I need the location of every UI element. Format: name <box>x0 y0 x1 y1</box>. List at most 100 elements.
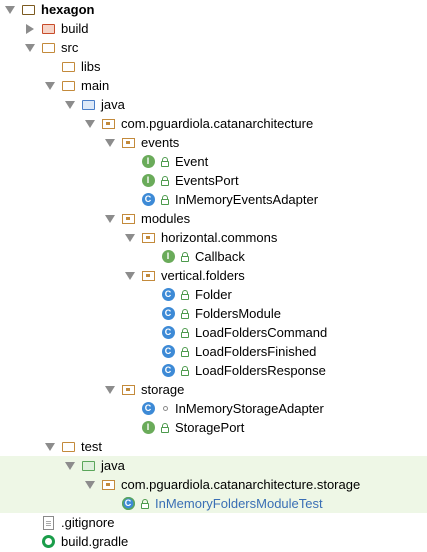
chevron-down-icon[interactable] <box>24 38 36 57</box>
tree-node-package-main[interactable]: com.pguardiola.catanarchitecture <box>0 114 427 133</box>
tree-node-events-port[interactable]: I EventsPort <box>0 171 427 190</box>
package-icon <box>120 211 136 227</box>
tree-node-java-main[interactable]: java <box>0 95 427 114</box>
tree-node-gitignore[interactable]: .gitignore <box>0 513 427 532</box>
interface-icon: I <box>160 249 176 265</box>
text-file-icon <box>40 515 56 531</box>
tree-node-label: vertical.folders <box>161 268 245 283</box>
tree-node-vertical-folders[interactable]: vertical.folders <box>0 266 427 285</box>
chevron-down-icon[interactable] <box>124 228 136 247</box>
public-lock-icon <box>160 422 170 433</box>
chevron-down-icon[interactable] <box>44 76 56 95</box>
tree-node-storage[interactable]: storage <box>0 380 427 399</box>
tree-node-main[interactable]: main <box>0 76 427 95</box>
chevron-down-icon[interactable] <box>124 266 136 285</box>
tree-node-label: .gitignore <box>61 515 115 530</box>
test-class-icon: C <box>120 496 136 512</box>
tree-node-label: src <box>61 40 79 55</box>
tree-node-libs[interactable]: libs <box>0 57 427 76</box>
tree-node-java-test[interactable]: java <box>0 456 427 475</box>
tree-node-folders-module[interactable]: C FoldersModule <box>0 304 427 323</box>
package-icon <box>100 116 116 132</box>
tree-node-label: Callback <box>195 249 245 264</box>
tree-node-inmemory-folders-module-test[interactable]: C InMemoryFoldersModuleTest <box>0 494 427 513</box>
tree-node-event[interactable]: I Event <box>0 152 427 171</box>
folder-icon <box>40 40 56 56</box>
tree-node-package-test[interactable]: com.pguardiola.catanarchitecture.storage <box>0 475 427 494</box>
class-icon: C <box>160 363 176 379</box>
chevron-down-icon[interactable] <box>104 380 116 399</box>
tree-node-label: main <box>81 78 110 93</box>
gradle-icon <box>40 534 56 550</box>
tree-node-storage-port[interactable]: I StoragePort <box>0 418 427 437</box>
chevron-down-icon[interactable] <box>64 456 76 475</box>
tree-node-label: LoadFoldersCommand <box>195 325 328 340</box>
tree-node-test[interactable]: test <box>0 437 427 456</box>
package-icon <box>140 268 156 284</box>
tree-node-inmemory-storage-adapter[interactable]: C InMemoryStorageAdapter <box>0 399 427 418</box>
tree-node-modules[interactable]: modules <box>0 209 427 228</box>
tree-node-inmemory-events-adapter[interactable]: C InMemoryEventsAdapter <box>0 190 427 209</box>
class-icon: C <box>140 192 156 208</box>
tree-node-label: EventsPort <box>175 173 239 188</box>
test-source-folder-icon <box>80 458 96 474</box>
tree-node-label: test <box>81 439 102 454</box>
tree-node-label: InMemoryStorageAdapter <box>175 401 324 416</box>
tree-node-load-folders-finished[interactable]: C LoadFoldersFinished <box>0 342 427 361</box>
class-icon: C <box>160 344 176 360</box>
tree-node-label: StoragePort <box>175 420 245 435</box>
tree-node-label: java <box>101 458 125 473</box>
chevron-down-icon[interactable] <box>84 475 96 494</box>
chevron-down-icon[interactable] <box>84 114 96 133</box>
tree-node-label: storage <box>141 382 185 397</box>
tree-node-label: InMemoryFoldersModuleTest <box>155 496 323 511</box>
public-lock-icon <box>180 289 190 300</box>
chevron-down-icon[interactable] <box>44 437 56 456</box>
interface-icon: I <box>140 173 156 189</box>
tree-node-label: events <box>141 135 180 150</box>
tree-node-label: modules <box>141 211 191 226</box>
tree-node-callback[interactable]: I Callback <box>0 247 427 266</box>
public-lock-icon <box>180 251 190 262</box>
tree-node-src[interactable]: src <box>0 38 427 57</box>
public-lock-icon <box>180 346 190 357</box>
tree-node-load-folders-response[interactable]: C LoadFoldersResponse <box>0 361 427 380</box>
source-folder-icon <box>80 97 96 113</box>
tree-node-label: libs <box>81 59 101 74</box>
class-icon: C <box>160 325 176 341</box>
folder-icon <box>60 78 76 94</box>
chevron-down-icon[interactable] <box>104 133 116 152</box>
module-folder-icon <box>20 2 36 18</box>
public-lock-icon <box>180 365 190 376</box>
folder-icon <box>60 439 76 455</box>
public-lock-icon <box>160 156 170 167</box>
interface-icon: I <box>140 420 156 436</box>
tree-node-folder[interactable]: C Folder <box>0 285 427 304</box>
public-lock-icon <box>160 194 170 205</box>
chevron-right-icon[interactable] <box>24 19 36 38</box>
tree-node-label: build.gradle <box>61 534 129 549</box>
interface-icon: I <box>140 154 156 170</box>
tree-node-label: java <box>101 97 125 112</box>
chevron-down-icon[interactable] <box>4 0 16 19</box>
class-icon: C <box>160 306 176 322</box>
package-icon <box>120 382 136 398</box>
chevron-down-icon[interactable] <box>104 209 116 228</box>
tree-node-label: Folder <box>195 287 232 302</box>
package-icon <box>120 135 136 151</box>
tree-node-label: com.pguardiola.catanarchitecture <box>121 116 314 131</box>
tree-node-build[interactable]: build <box>0 19 427 38</box>
tree-node-label: build <box>61 21 89 36</box>
tree-node-events[interactable]: events <box>0 133 427 152</box>
class-icon: C <box>160 287 176 303</box>
public-lock-icon <box>140 498 150 509</box>
tree-node-load-folders-command[interactable]: C LoadFoldersCommand <box>0 323 427 342</box>
tree-node-hexagon[interactable]: hexagon <box>0 0 427 19</box>
class-icon: C <box>140 401 156 417</box>
tree-node-build-gradle[interactable]: build.gradle <box>0 532 427 551</box>
tree-node-horizontal-commons[interactable]: horizontal.commons <box>0 228 427 247</box>
chevron-down-icon[interactable] <box>64 95 76 114</box>
package-private-dot-icon <box>160 404 170 414</box>
tree-node-label: LoadFoldersFinished <box>195 344 317 359</box>
